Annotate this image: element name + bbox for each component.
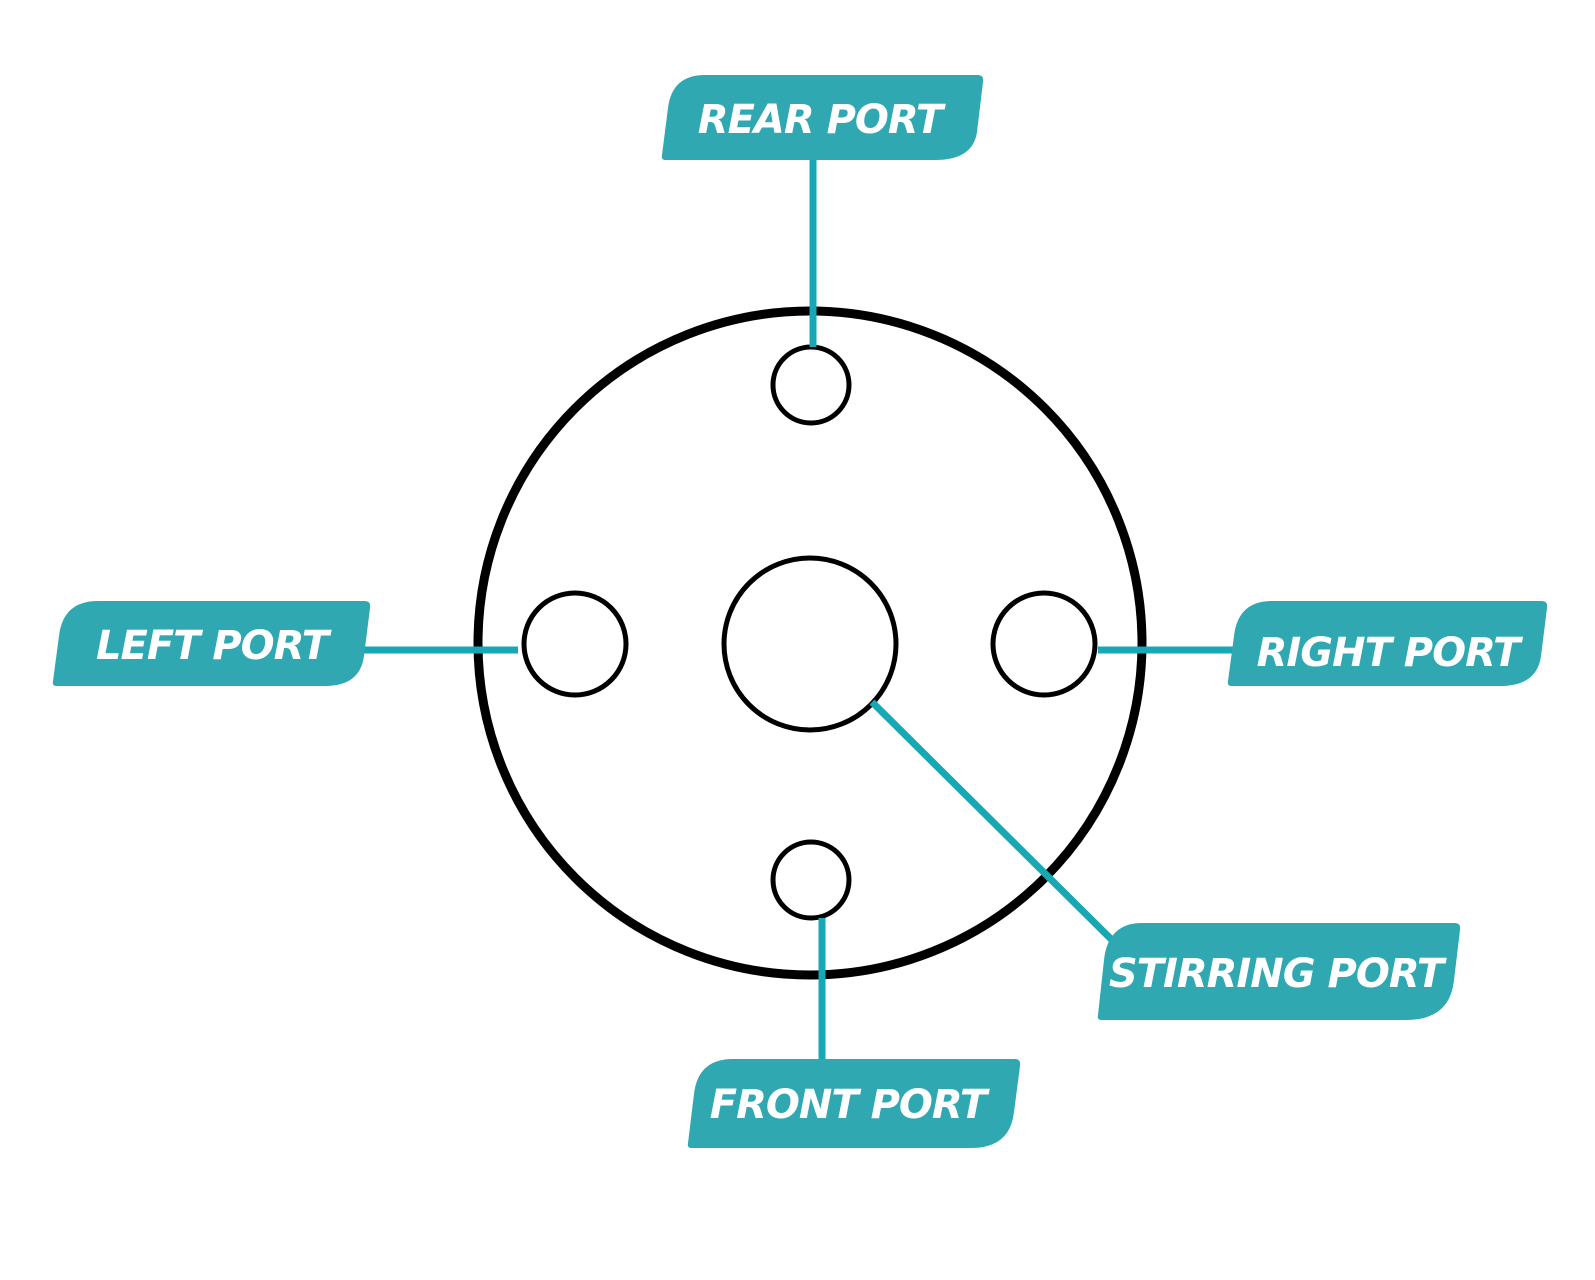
- stirring-port-hole: [721, 555, 899, 733]
- front-port-tag: FRONT PORT: [687, 1059, 1021, 1148]
- stirring-port-label: STIRRING PORT: [1109, 951, 1447, 997]
- front-port-hole: [770, 839, 852, 921]
- right-port-hole: [990, 590, 1098, 698]
- right-port-tag: RIGHT PORT: [1227, 601, 1548, 686]
- rear-port-hole: [770, 344, 852, 426]
- rear-port-label: REAR PORT: [698, 97, 946, 143]
- left-port-tag: LEFT PORT: [52, 601, 371, 686]
- front-port-label: FRONT PORT: [710, 1082, 990, 1128]
- rear-port-tag: REAR PORT: [661, 75, 984, 160]
- stirring-port-tag: STIRRING PORT: [1097, 923, 1461, 1020]
- left-port-label: LEFT PORT: [96, 623, 332, 669]
- stirring-port-leader: [869, 699, 1118, 946]
- left-port-hole: [521, 590, 629, 698]
- right-port-label: RIGHT PORT: [1257, 630, 1524, 676]
